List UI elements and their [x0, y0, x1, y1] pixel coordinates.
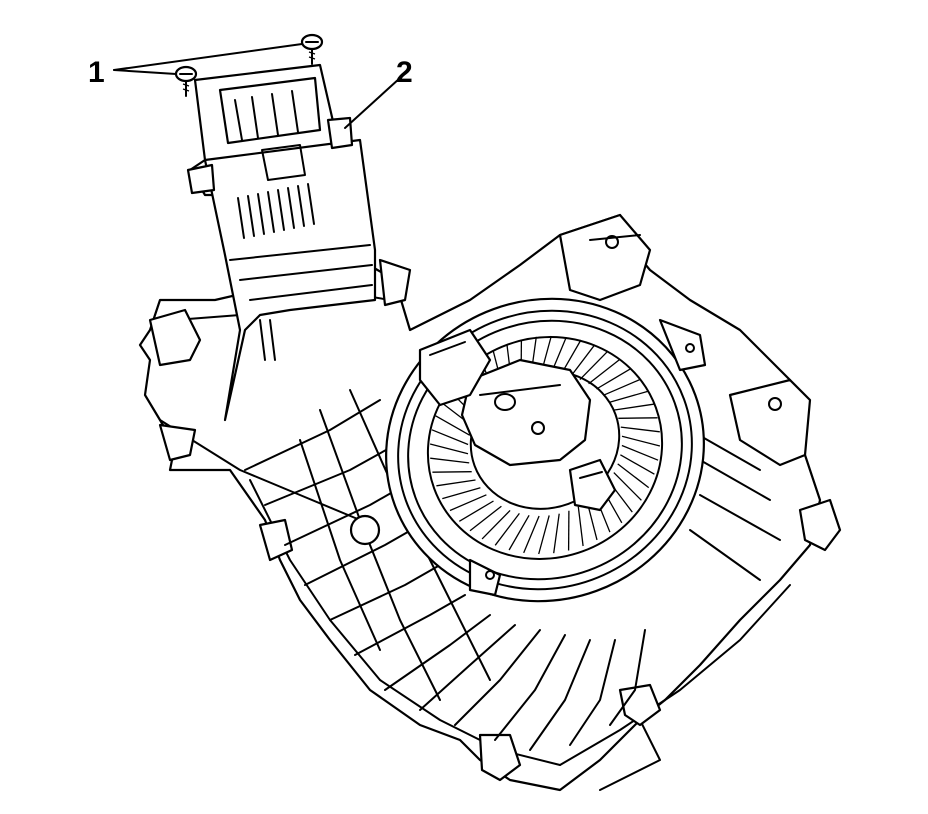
fan-blade: [494, 513, 520, 546]
screw-left-icon: [174, 65, 198, 97]
fan-blade: [614, 403, 654, 411]
fan-blade: [553, 513, 560, 554]
fan-blade: [609, 390, 648, 403]
fan-blade: [577, 506, 584, 547]
screw-right-icon: [300, 33, 324, 65]
fan-blade: [508, 514, 530, 551]
fan-blade: [458, 500, 494, 522]
heat-sink-fins: [237, 183, 315, 239]
fan-blade: [432, 471, 472, 473]
fan-blade: [570, 344, 596, 377]
fan-blade: [449, 494, 487, 512]
fan-blade: [442, 487, 481, 500]
fan-blade: [429, 443, 469, 455]
fan-blade: [621, 435, 661, 447]
fan-blade: [603, 378, 641, 396]
fan-blade: [618, 417, 658, 419]
fan-blade: [538, 515, 550, 555]
fan-blade: [588, 358, 621, 385]
callout-label-1: 1: [88, 56, 105, 89]
fan-blade: [469, 505, 502, 532]
fan-blade: [435, 415, 470, 436]
callout-label-2: 2: [396, 56, 413, 89]
fan-blade: [481, 509, 511, 540]
screws: [174, 33, 324, 97]
fan-blade: [430, 457, 470, 464]
fan-blade: [617, 463, 650, 489]
fan-blade: [579, 350, 609, 381]
fan-blade: [596, 368, 632, 390]
fan-blade: [523, 515, 540, 554]
blower-motor-resistor: [186, 63, 412, 422]
fan-blade: [436, 479, 476, 487]
leader-lines: [113, 43, 401, 129]
fan-blade: [431, 429, 469, 446]
blower-motor-fan: [385, 297, 707, 603]
fan-blade: [620, 454, 655, 475]
fan-blade: [620, 426, 660, 433]
fan-blade: [613, 472, 642, 501]
fan-blade: [621, 444, 659, 461]
